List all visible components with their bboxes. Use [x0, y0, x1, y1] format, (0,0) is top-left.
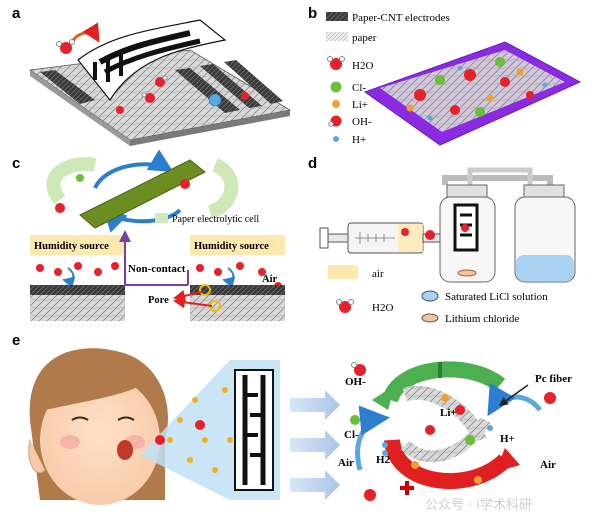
flow-arrows-e	[290, 390, 340, 500]
pore-marker-1	[199, 284, 211, 296]
plus-sign	[400, 481, 414, 495]
paper-icon	[326, 32, 348, 41]
label-hplus: H+	[500, 433, 515, 445]
humidity-label-left: Humidity source	[34, 241, 109, 252]
hydroxide-ion-icon	[328, 115, 342, 127]
legend-b-1: paper	[352, 32, 377, 44]
lithium-ion-icon	[332, 100, 340, 108]
legend-d-3: Lithium chloride	[445, 313, 519, 325]
licl-solution-icon	[421, 290, 439, 302]
electrode-right-top	[190, 285, 285, 295]
pore-arrow-2	[173, 296, 213, 309]
ion-a	[208, 93, 222, 107]
paper-left	[30, 295, 125, 321]
panel-d: d air	[308, 155, 576, 325]
air-arrow-right	[487, 382, 542, 417]
paper-edge	[30, 70, 130, 146]
cell-legend-swatch	[155, 213, 168, 223]
panel-b-letter: b	[308, 5, 317, 22]
air-swatch	[328, 265, 358, 279]
legend-d-1: H2O	[372, 302, 393, 314]
humidity-label-right: Humidity source	[194, 241, 269, 252]
label-pc-fiber: Pc fiber	[535, 373, 572, 385]
paper-edge-front	[130, 110, 290, 146]
panel-c-letter: c	[12, 155, 20, 172]
blue-arrow-top	[93, 149, 174, 189]
ions-b	[406, 57, 548, 121]
panel-a-letter: a	[12, 5, 21, 22]
proton-icon	[333, 136, 339, 142]
legend-b-0: Paper-CNT electrodes	[352, 12, 450, 24]
diffusion-arrow-left	[62, 267, 76, 289]
chloride-ion-icon	[330, 81, 342, 93]
pc-fiber-band-2	[400, 417, 491, 463]
noncontact-label: Non-contact	[128, 263, 186, 275]
water-c1	[180, 179, 190, 189]
humidity-source-right	[190, 235, 285, 255]
diffusion-arrow-right	[222, 267, 236, 289]
label-air-right: Air	[540, 459, 556, 471]
panel-e-letter: e	[12, 332, 20, 349]
red-cycle-arrow	[384, 438, 511, 489]
water-molecules-a	[56, 39, 249, 114]
tube	[442, 175, 553, 185]
legend-b-6: H+	[352, 134, 366, 146]
water-d1	[425, 230, 435, 240]
green-cycle-arrow	[382, 361, 506, 404]
sensor-bottle	[439, 184, 496, 283]
water-d2	[401, 228, 409, 236]
red-arrowhead	[495, 448, 520, 472]
syringe	[319, 222, 442, 254]
green-arrowhead	[372, 385, 395, 410]
panel-b: b Paper-CNT electrodes paper H2O Cl- Li+…	[308, 5, 582, 146]
label-li: Li+	[440, 407, 457, 419]
legend-d-2: Saturated LiCl solution	[445, 291, 548, 303]
pore-label: Pore	[148, 295, 169, 306]
water-molecule-icon	[327, 56, 345, 70]
swirl-arrow-left	[46, 157, 97, 205]
legend-d-0: air	[372, 268, 384, 280]
label-cl: Cl-	[344, 429, 359, 441]
lifted-electrode	[77, 19, 227, 102]
ions-e	[350, 362, 556, 501]
water-molecule-icon-d	[336, 299, 354, 313]
panel-e: e	[12, 332, 572, 505]
panel-d-letter: d	[308, 155, 317, 172]
sensor-strip	[234, 369, 274, 491]
panel-c: c Paper electrolytic cell Humidity sourc…	[12, 149, 285, 321]
face-illustration	[28, 348, 169, 505]
label-air-left: Air	[338, 457, 354, 469]
legend-b-3: Cl-	[352, 82, 366, 94]
legend-b-4: Li+	[352, 99, 368, 111]
licl-solid-icon	[421, 313, 439, 323]
label-oh: OH-	[345, 376, 366, 388]
label-h2: H2	[376, 454, 391, 466]
water-row-c	[36, 262, 282, 290]
cnt-electrode-icon	[326, 12, 348, 21]
humidity-source-left	[30, 235, 125, 255]
water-c2	[55, 203, 65, 213]
licl-bottle	[514, 184, 576, 283]
pc-fiber-pointer	[498, 384, 529, 406]
air-label-c: Air	[262, 274, 278, 285]
cell-label: Paper electrolytic cell	[172, 214, 259, 225]
legend-b-2: H2O	[352, 60, 373, 72]
swirl-arrow-right	[207, 158, 239, 219]
ion-c1	[76, 174, 84, 182]
electrode-left-top	[30, 285, 125, 295]
watermark: 公众号 · i学术科研	[425, 498, 533, 513]
paper-electrolytic-cell	[79, 159, 206, 229]
tube-2	[467, 167, 533, 190]
legend-b-5: OH-	[352, 116, 372, 128]
air-arrow-left	[355, 405, 390, 471]
paper-right	[190, 295, 285, 321]
panel-a: a	[12, 5, 292, 146]
